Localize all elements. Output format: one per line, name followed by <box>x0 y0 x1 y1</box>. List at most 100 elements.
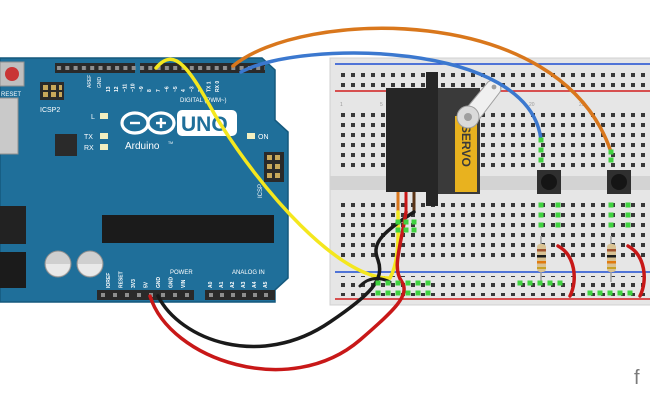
col-number-25: 25 <box>579 102 585 108</box>
connection-dot <box>538 157 544 163</box>
resistor-icon <box>537 236 616 282</box>
connection-dot <box>607 290 613 296</box>
connection-dot <box>411 227 417 233</box>
digital-pin-label: 7 <box>156 89 162 92</box>
connection-dot <box>555 202 561 208</box>
wire-blue <box>239 51 543 142</box>
icsp-label: ICSP <box>258 184 264 198</box>
power-header <box>97 290 194 300</box>
connection-dot <box>617 290 623 296</box>
icsp2-header <box>40 82 64 100</box>
led-on-label: ON <box>258 134 269 141</box>
connection-dot <box>395 219 401 225</box>
header-pin <box>209 293 213 297</box>
connection-dot <box>608 222 614 228</box>
connection-dot <box>625 202 631 208</box>
digital-pin-label: 4 <box>181 89 187 92</box>
connection-dot <box>415 290 421 296</box>
power-pin-label: 5V <box>144 281 150 288</box>
connection-dot <box>395 280 401 286</box>
connection-dot <box>587 290 593 296</box>
connection-dot <box>538 212 544 218</box>
digital-pin-label: 8 <box>147 89 153 92</box>
header-pin <box>220 293 224 297</box>
col-number-5: 5 <box>380 102 383 108</box>
header-pin <box>185 293 189 297</box>
usb-chip <box>55 134 77 156</box>
power-pin-label: GND <box>169 277 175 289</box>
connection-dot <box>385 290 391 296</box>
digital-pin-label: RX 0 <box>215 81 221 92</box>
aref-label: AREF <box>87 75 93 88</box>
icsp2-label: ICSP2 <box>40 107 60 114</box>
capacitor-icon <box>44 250 104 278</box>
header-pin <box>113 293 117 297</box>
connection-dot <box>538 147 544 153</box>
connection-dot <box>597 290 603 296</box>
brand-tm: TM <box>168 141 173 145</box>
connection-dot <box>405 290 411 296</box>
connection-dot <box>395 290 401 296</box>
wires <box>148 26 646 372</box>
digital-pin-label: TX 1 <box>206 81 212 92</box>
connection-dot <box>411 219 417 225</box>
reset-button-label: RESET <box>1 92 21 98</box>
header-pin <box>101 293 105 297</box>
usb-port-icon <box>0 97 19 155</box>
power-pin-label: 3V3 <box>131 279 137 288</box>
connection-dot <box>557 280 563 286</box>
wire-orange <box>231 26 613 154</box>
center-channel <box>330 176 650 190</box>
analog-pin-label: A2 <box>230 281 236 288</box>
header-pin <box>173 293 177 297</box>
digital-pin-label: ~9 <box>139 86 145 92</box>
connection-dot <box>403 219 409 225</box>
digital-pin-label: 13 <box>106 86 112 92</box>
top-terminal-holes <box>338 110 650 170</box>
header-pin <box>253 293 257 297</box>
wire-red-right-1 <box>556 244 576 298</box>
digital-pin-label: ~5 <box>173 86 179 92</box>
connection-dot <box>425 290 431 296</box>
servo-label: SERVO <box>459 125 473 167</box>
connection-dot <box>625 212 631 218</box>
connection-dot <box>627 290 633 296</box>
connection-dot <box>375 280 381 286</box>
analog-pin-label: A4 <box>252 281 258 288</box>
power-pin-label: VIN <box>181 279 187 288</box>
connection-dot <box>608 202 614 208</box>
header-pin <box>137 293 141 297</box>
connection-dot <box>375 290 381 296</box>
analog-pin-label: A5 <box>263 281 269 288</box>
power-pin-label: RESET <box>119 271 125 288</box>
connection-dot <box>537 280 543 286</box>
analog-pin-label: A1 <box>219 281 225 288</box>
connection-dot <box>527 280 533 286</box>
led-tx-label: TX <box>84 134 93 141</box>
led-l-label: L <box>91 114 95 121</box>
connection-dot <box>403 227 409 233</box>
connection-dot <box>608 157 614 163</box>
servo-motor: SERVO <box>386 72 502 212</box>
power-pin-label: GND <box>156 277 162 289</box>
col-number-1: 1 <box>340 102 343 108</box>
digital-pin-label: ~3 <box>190 86 196 92</box>
watermark: f <box>634 367 640 389</box>
connection-dot <box>395 227 401 233</box>
connection-dot <box>517 280 523 286</box>
analog-header <box>205 290 275 300</box>
digital-pin-label: ~6 <box>164 86 170 92</box>
servo-horn-icon <box>456 79 502 129</box>
reset-button-icon <box>0 61 25 87</box>
analog-label: ANALOG IN <box>232 270 265 276</box>
connection-dot <box>608 212 614 218</box>
connection-dot <box>538 222 544 228</box>
wire-red-right-2 <box>626 244 646 298</box>
connection-dot <box>625 222 631 228</box>
push-button-icon <box>537 170 631 194</box>
gnd-top-label: GND <box>97 77 103 89</box>
header-pin <box>231 293 235 297</box>
brand-arduino: Arduino <box>125 141 160 152</box>
wire-black <box>156 210 416 349</box>
connection-dot <box>608 149 614 155</box>
